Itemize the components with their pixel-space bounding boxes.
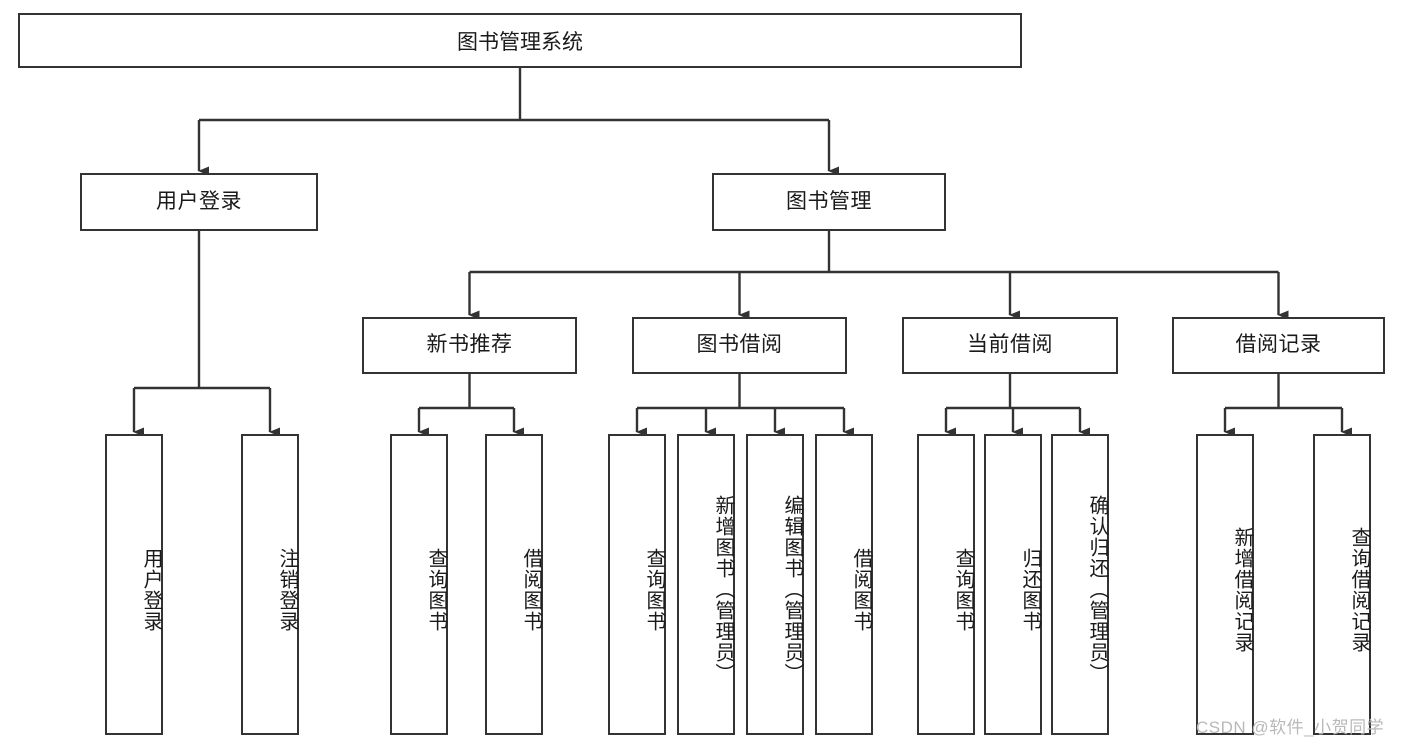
leaf-node-confirm-return-admin[interactable]: 确认归还（管理员） bbox=[1051, 434, 1109, 735]
leaf-node-return-book[interactable]: 归还图书 bbox=[984, 434, 1042, 735]
leaf-node-user-login[interactable]: 用户登录 bbox=[105, 434, 163, 735]
leaf-node-borrow-book-recommend[interactable]: 借阅图书 bbox=[485, 434, 543, 735]
leaf-node-query-book-current[interactable]: 查询图书 bbox=[917, 434, 975, 735]
leaf-node-add-book-admin[interactable]: 新增图书（管理员） bbox=[677, 434, 735, 735]
leaf-node-query-book[interactable]: 查询图书 bbox=[608, 434, 666, 735]
node-book-borrow[interactable]: 图书借阅 bbox=[632, 317, 847, 374]
csdn-watermark: CSDN @软件_小贺同学 bbox=[1196, 718, 1385, 737]
node-new-book-recommend[interactable]: 新书推荐 bbox=[362, 317, 577, 374]
leaf-node-add-borrow-record[interactable]: 新增借阅记录 bbox=[1196, 434, 1254, 735]
leaf-node-query-book-recommend[interactable]: 查询图书 bbox=[390, 434, 448, 735]
node-root[interactable]: 图书管理系统 bbox=[18, 13, 1022, 68]
leaf-node-user-logout[interactable]: 注销登录 bbox=[241, 434, 299, 735]
node-current-borrow[interactable]: 当前借阅 bbox=[902, 317, 1118, 374]
leaf-node-borrow-book[interactable]: 借阅图书 bbox=[815, 434, 873, 735]
leaf-node-query-borrow-record[interactable]: 查询借阅记录 bbox=[1313, 434, 1371, 735]
node-book-manage[interactable]: 图书管理 bbox=[712, 173, 946, 231]
node-borrow-record[interactable]: 借阅记录 bbox=[1172, 317, 1385, 374]
node-user-login[interactable]: 用户登录 bbox=[80, 173, 318, 231]
leaf-node-edit-book-admin[interactable]: 编辑图书（管理员） bbox=[746, 434, 804, 735]
